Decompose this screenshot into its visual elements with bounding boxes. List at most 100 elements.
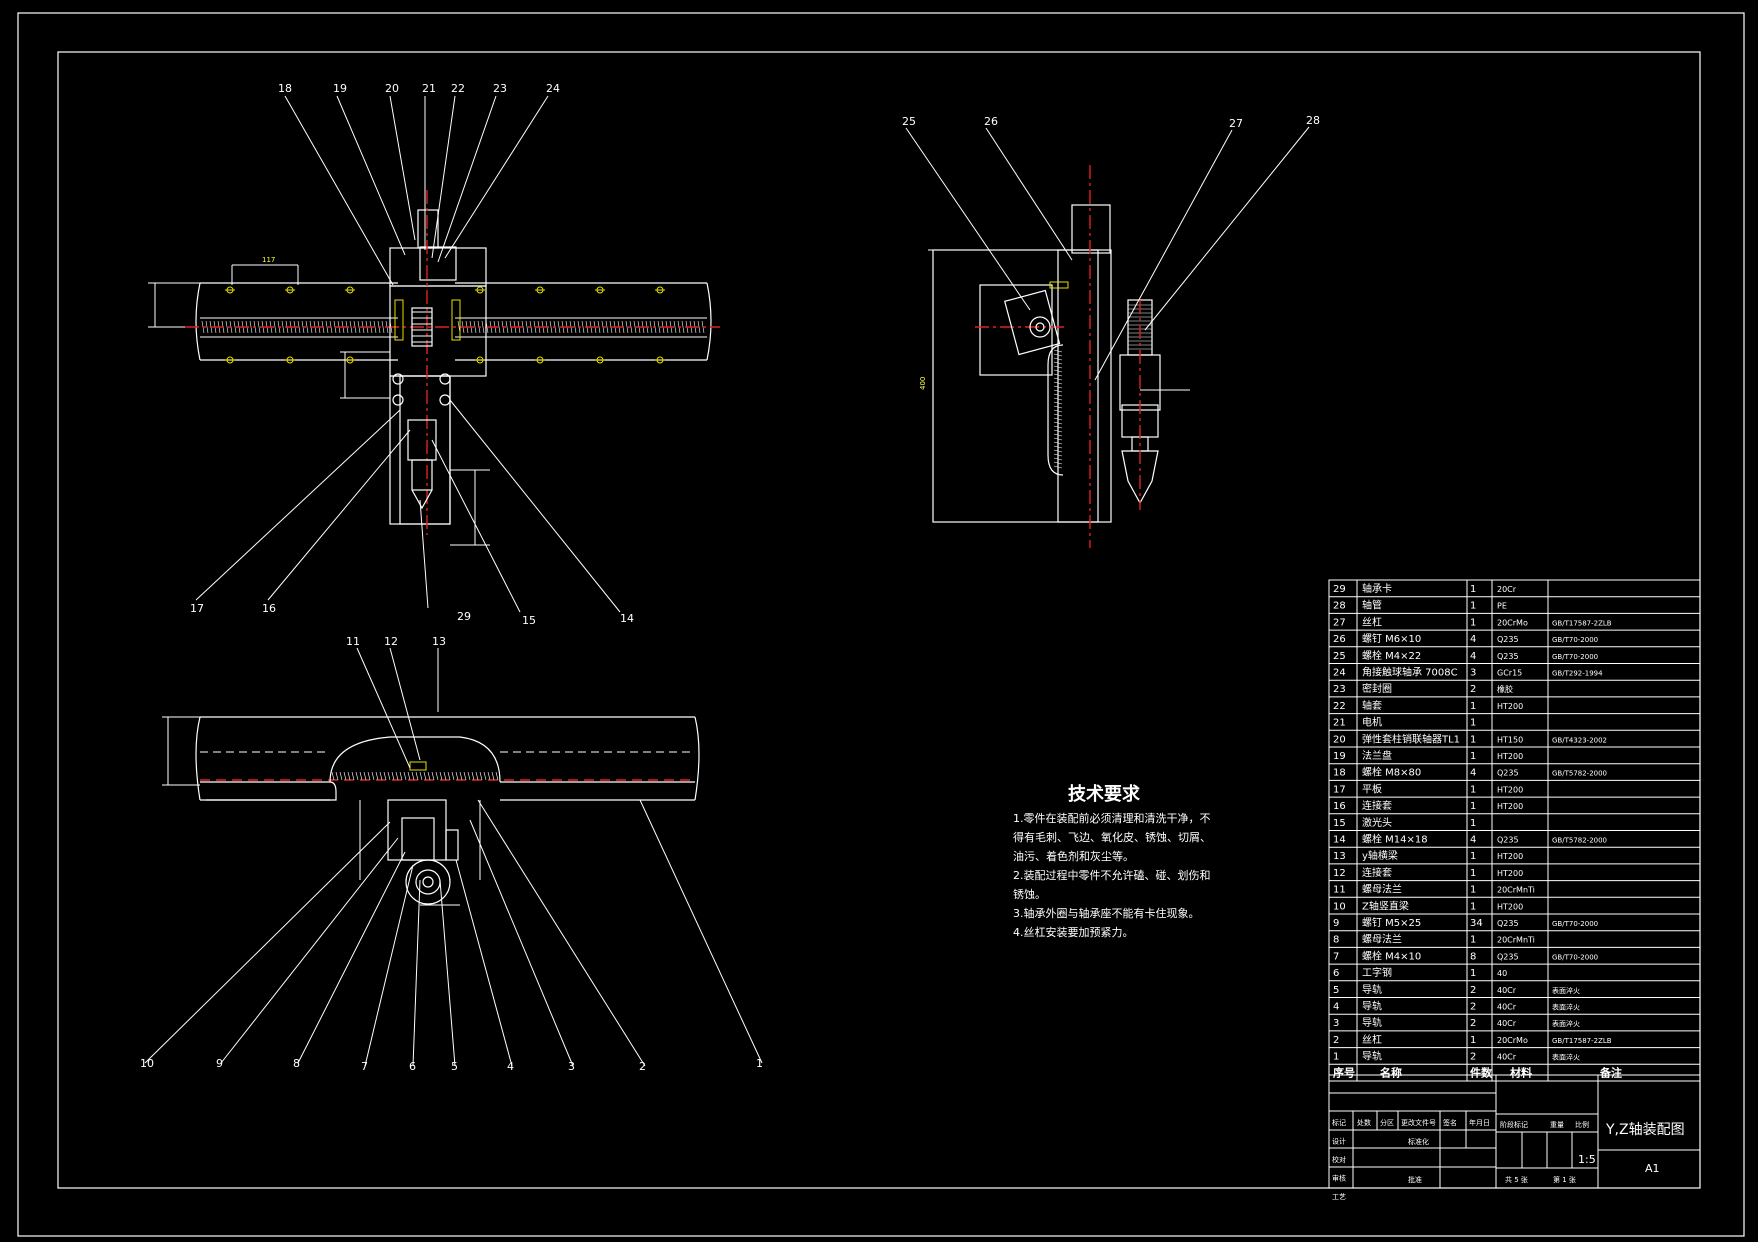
callout-1: 1 bbox=[756, 1057, 763, 1070]
bom-cell-no: 9 bbox=[1333, 918, 1339, 929]
tech-req-line: 3.轴承外圈与轴承座不能有卡住现象。 bbox=[1013, 906, 1200, 920]
bom-cell-name: 导轨 bbox=[1362, 983, 1382, 996]
bom-cell-material: Q235 bbox=[1497, 952, 1519, 961]
bom-cell-material: 橡胶 bbox=[1497, 684, 1513, 694]
bom-cell-qty: 4 bbox=[1470, 634, 1476, 645]
bom-cell-qty: 2 bbox=[1470, 1052, 1476, 1063]
bom-cell-no: 11 bbox=[1333, 885, 1346, 896]
title-col-label: 处数 bbox=[1357, 1118, 1371, 1127]
bom-cell-note: 表面淬火 bbox=[1552, 1019, 1580, 1028]
callout-18: 18 bbox=[278, 82, 292, 95]
callout-2: 2 bbox=[639, 1060, 646, 1073]
title-col-label: 年月日 bbox=[1469, 1118, 1490, 1127]
bom-cell-name: 螺栓 M8×80 bbox=[1362, 766, 1421, 779]
bom-cell-no: 18 bbox=[1333, 768, 1346, 779]
title-row-label: 设计 bbox=[1332, 1137, 1346, 1146]
callout-13: 13 bbox=[432, 635, 446, 648]
callout-15: 15 bbox=[522, 614, 536, 627]
bom-cell-material: 40 bbox=[1497, 969, 1507, 978]
callout-5: 5 bbox=[451, 1060, 458, 1073]
bom-cell-name: 导轨 bbox=[1362, 1016, 1382, 1029]
bom-cell-no: 22 bbox=[1333, 701, 1346, 712]
bom-cell-name: 丝杠 bbox=[1362, 615, 1382, 628]
bom-cell-qty: 4 bbox=[1470, 835, 1476, 846]
callout-3: 3 bbox=[568, 1060, 575, 1073]
bom-cell-no: 23 bbox=[1333, 684, 1346, 695]
title-row-label: 标记 bbox=[1332, 1118, 1346, 1127]
bom-cell-material: 40Cr bbox=[1497, 986, 1517, 995]
bom-cell-name: Z轴竖直梁 bbox=[1362, 899, 1409, 912]
callout-26: 26 bbox=[984, 115, 998, 128]
bom-cell-no: 8 bbox=[1333, 935, 1339, 946]
bom-cell-no: 6 bbox=[1333, 968, 1339, 979]
callout-9: 9 bbox=[216, 1057, 223, 1070]
bom-cell-name: 螺钉 M6×10 bbox=[1362, 633, 1421, 645]
bom-cell-name: 电机 bbox=[1362, 716, 1382, 729]
title-block: Y,Z轴装配图 A1 阶段标记 重量 比例 1:5 共 5 张 第 1 张 标准… bbox=[1328, 1074, 1701, 1201]
bom-cell-qty: 2 bbox=[1470, 985, 1476, 996]
tech-req-title: 技术要求 bbox=[1068, 783, 1141, 805]
bom-cell-note: GB/T5782-2000 bbox=[1552, 837, 1607, 845]
bom-cell-qty: 1 bbox=[1470, 818, 1476, 829]
bom-cell-material: Q235 bbox=[1497, 769, 1519, 778]
bom-cell-name: 螺钉 M5×25 bbox=[1362, 917, 1421, 929]
title-row-label: 工艺 bbox=[1332, 1193, 1346, 1201]
stage-label: 阶段标记 bbox=[1500, 1120, 1528, 1129]
bom-cell-qty: 4 bbox=[1470, 768, 1476, 779]
bom-cell-note: GB/T5782-2000 bbox=[1552, 770, 1607, 778]
bom-cell-no: 21 bbox=[1333, 718, 1346, 729]
bom-cell-no: 10 bbox=[1333, 901, 1346, 912]
title-col-label: 分区 bbox=[1380, 1118, 1394, 1127]
bom-cell-no: 26 bbox=[1333, 634, 1346, 645]
bom-cell-no: 28 bbox=[1333, 601, 1346, 612]
bom-cell-no: 2 bbox=[1333, 1035, 1339, 1046]
bom-cell-no: 15 bbox=[1333, 818, 1346, 829]
bom-cell-name: 轴套 bbox=[1362, 699, 1382, 712]
tech-req-line: 锈蚀。 bbox=[1013, 887, 1046, 901]
callout-11: 11 bbox=[346, 635, 360, 648]
callout-23: 23 bbox=[493, 82, 507, 95]
bom-cell-no: 13 bbox=[1333, 851, 1346, 862]
bom-cell-name: 螺栓 M14×18 bbox=[1362, 833, 1428, 846]
bom-cell-no: 19 bbox=[1333, 751, 1346, 762]
bom-cell-material: PE bbox=[1497, 602, 1507, 611]
bom-cell-note: GB/T70-2000 bbox=[1552, 953, 1598, 961]
bom-cell-no: 7 bbox=[1333, 951, 1339, 962]
bom-cell-note: 表面淬火 bbox=[1552, 1003, 1580, 1012]
top-view: 117 bbox=[148, 95, 720, 613]
tech-req-line: 4.丝杠安装要加预紧力。 bbox=[1013, 925, 1134, 939]
bom-cell-qty: 2 bbox=[1470, 1018, 1476, 1029]
bom-cell-material: HT200 bbox=[1497, 852, 1523, 861]
bom-cell-qty: 1 bbox=[1470, 868, 1476, 879]
tech-req-line: 得有毛刺、飞边、氧化皮、锈蚀、切屑、 bbox=[1013, 830, 1211, 844]
sheet-size: A1 bbox=[1645, 1162, 1660, 1175]
bom-cell-qty: 4 bbox=[1470, 651, 1476, 662]
bom-cell-qty: 8 bbox=[1470, 951, 1476, 962]
bom-cell-name: 螺栓 M4×10 bbox=[1362, 949, 1421, 962]
bom-header-no: 序号 bbox=[1333, 1065, 1355, 1079]
callout-28: 28 bbox=[1306, 114, 1320, 127]
sheet-number: 第 1 张 bbox=[1553, 1175, 1576, 1184]
title-col-label: 更改文件号 bbox=[1401, 1118, 1436, 1127]
bom-cell-no: 29 bbox=[1333, 584, 1346, 595]
sheets-total: 共 5 张 bbox=[1505, 1175, 1528, 1184]
bom-cell-material: 20CrMo bbox=[1497, 1036, 1528, 1045]
drawing-title: Y,Z轴装配图 bbox=[1605, 1122, 1685, 1138]
bom-cell-material: HT200 bbox=[1497, 902, 1523, 911]
callout-21: 21 bbox=[422, 82, 436, 95]
bom-cell-qty: 1 bbox=[1470, 968, 1476, 979]
bom-cell-qty: 1 bbox=[1470, 801, 1476, 812]
bom-cell-name: 螺栓 M4×22 bbox=[1362, 649, 1421, 662]
bom-cell-note: GB/T70-2000 bbox=[1552, 920, 1598, 928]
bom-cell-name: 导轨 bbox=[1362, 1000, 1382, 1013]
bom-cell-note: GB/T17587-2ZLB bbox=[1552, 1037, 1612, 1045]
bom-header-note: 备注 bbox=[1599, 1065, 1622, 1079]
callout-12: 12 bbox=[384, 635, 398, 648]
approve-label: 批准 bbox=[1408, 1175, 1422, 1184]
bom-cell-no: 5 bbox=[1333, 985, 1339, 996]
callout-8: 8 bbox=[293, 1057, 300, 1070]
callout-27: 27 bbox=[1229, 117, 1243, 130]
